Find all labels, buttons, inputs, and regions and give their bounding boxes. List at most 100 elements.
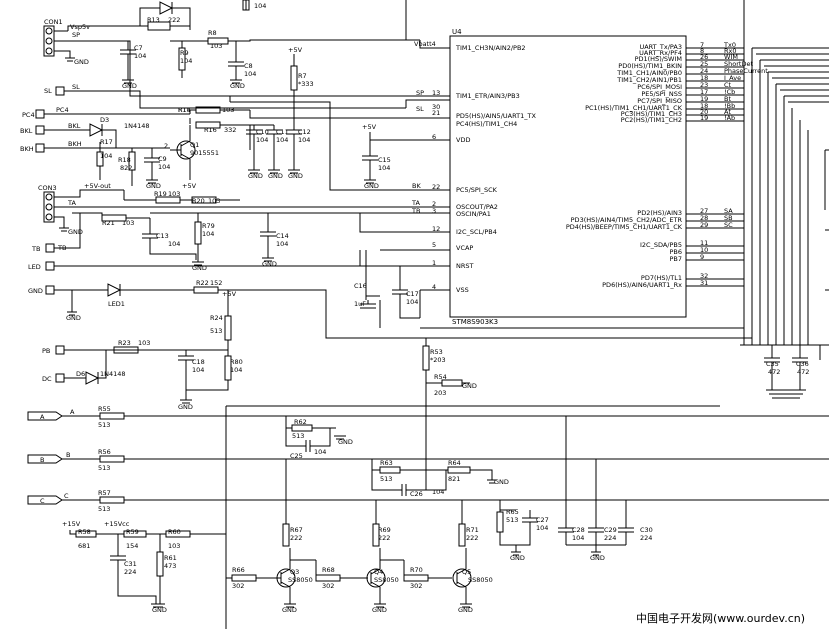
res-r19-r21: R19 103 +5V R20 103 R21 103 TA TB — [72, 182, 450, 227]
terminals-bkl-bkh[interactable]: BKL BKL D3 1N4148 BKH BKH R17 104 — [20, 116, 150, 180]
r13-diode: R13 222 — [140, 1, 191, 31]
terminal-pb[interactable]: PB R23 103 C18 104 R80 104 GND — [42, 339, 243, 411]
right-bus — [379, 0, 829, 346]
pin-net: SC — [724, 221, 733, 229]
svg-text:R16: R16 — [204, 126, 217, 134]
pin-net: Rx0 — [724, 47, 737, 55]
pin-name: UART_Rx/PF4 — [639, 49, 682, 57]
svg-text:SL: SL — [72, 83, 80, 91]
svg-text:Q4: Q4 — [374, 568, 383, 576]
transistor-chain: R66 302 Q3 SS8050 R67 222 GND R68 302 Q4… — [226, 459, 493, 614]
pin-name: PC5/SPI_SCK — [456, 186, 498, 194]
svg-text:SS8050: SS8050 — [468, 576, 493, 584]
svg-text:203: 203 — [434, 389, 446, 397]
svg-text:GND: GND — [178, 403, 193, 411]
svg-text:302: 302 — [322, 582, 334, 590]
svg-text:GND: GND — [66, 314, 81, 322]
svg-text:GND: GND — [462, 382, 477, 390]
svg-text:473: 473 — [164, 562, 176, 570]
svg-text:R23: R23 — [118, 339, 131, 347]
svg-text:302: 302 — [410, 582, 422, 590]
svg-text:R62: R62 — [294, 418, 307, 426]
svg-text:103: 103 — [122, 219, 134, 227]
svg-text:GND: GND — [248, 172, 263, 180]
pin-number: 20 — [700, 108, 708, 116]
svg-text:513: 513 — [98, 421, 110, 429]
svg-text:B: B — [66, 451, 70, 459]
terminal-tb[interactable]: TB TB — [31, 213, 81, 253]
svg-text:C17: C17 — [406, 290, 419, 298]
svg-text:104: 104 — [256, 136, 268, 144]
net-bk: BK — [229, 96, 450, 191]
svg-text:GND: GND — [146, 182, 161, 190]
svg-text:TB: TB — [31, 245, 40, 253]
connector-con3[interactable]: CON3 +5V-out TA GND — [38, 182, 450, 236]
pin-name: TIM1_CH2/AIN1/PB1 — [616, 76, 682, 84]
svg-text:C16: C16 — [354, 282, 367, 290]
pin-number: 9 — [700, 253, 704, 261]
svg-text:GND: GND — [364, 182, 379, 190]
svg-text:R65: R65 — [506, 508, 519, 516]
svg-text:BKH: BKH — [20, 145, 34, 153]
svg-text:103: 103 — [222, 106, 234, 114]
terminal-gnd-led1[interactable]: GND GND LED1 R22 152 +5V R24 513 — [28, 279, 436, 351]
svg-text:BKL: BKL — [68, 122, 81, 130]
svg-text:R71: R71 — [466, 526, 479, 534]
pin-net: Tx0 — [723, 41, 736, 49]
svg-text:103: 103 — [168, 542, 180, 550]
svg-text:104: 104 — [192, 366, 204, 374]
svg-text:513: 513 — [380, 475, 392, 483]
cap-c7: C7 104 GND — [120, 41, 146, 90]
svg-text:LED1: LED1 — [108, 300, 125, 308]
pin-name: PD5(HS)/AIN5/UART1_TX — [456, 112, 536, 120]
pin-number: 21 — [432, 109, 440, 117]
terminal-dc[interactable]: DC D6 1N4148 — [42, 350, 126, 385]
svg-text:GND: GND — [372, 606, 387, 614]
phase-inputs[interactable]: A A R55 513 B B R56 513 C C R57 513 — [27, 405, 829, 513]
svg-text:222: 222 — [168, 16, 180, 24]
terminal-led[interactable]: LED — [28, 250, 450, 271]
pin-net: Ct — [724, 81, 732, 89]
caps-c16-c17: C16 1uF C17 104 — [354, 249, 450, 319]
svg-text:104: 104 — [230, 366, 242, 374]
svg-text:R69: R69 — [378, 526, 391, 534]
svg-text:R80: R80 — [230, 358, 243, 366]
terminal-pc4[interactable]: PC4 PC4 R14 103 — [22, 106, 450, 119]
svg-text:PB: PB — [42, 347, 50, 355]
terminal-sl[interactable]: SL SL SP SL — [44, 52, 450, 113]
vdd-c15: +5V C15 104 GND — [362, 123, 450, 190]
pin-number: 8 — [700, 47, 704, 55]
svg-text:C13: C13 — [156, 232, 169, 240]
svg-text:513: 513 — [98, 505, 110, 513]
svg-text:GND: GND — [494, 478, 509, 486]
ic-body — [449, 35, 687, 318]
pin-name: PE5/SPI_NSS — [641, 90, 682, 98]
pin-number: 18 — [700, 102, 708, 110]
pin-number: 32 — [700, 272, 708, 280]
con1-pin2: SP — [72, 31, 80, 39]
svg-text:104: 104 — [432, 488, 444, 496]
svg-text:DC: DC — [42, 375, 52, 383]
pin-name: OSCIN/PA1 — [456, 210, 491, 218]
svg-text:D6: D6 — [76, 370, 85, 378]
svg-text:GND: GND — [74, 58, 89, 66]
svg-text:C11: C11 — [276, 128, 289, 136]
pin-number: 31 — [700, 279, 708, 287]
pin-name: PD2(HS)/AIN3 — [637, 209, 682, 217]
svg-text:104: 104 — [202, 230, 214, 238]
res-r7: +5V R7 *333 — [288, 46, 314, 116]
pin-number: 13 — [432, 89, 440, 97]
pin-name: PC2(HS)/TIM1_CH2 — [621, 116, 682, 124]
ic-left-pins: TIM1_CH3N/AIN2/PB2Vbatt4TIM1_ETR/AIN3/PB… — [414, 40, 536, 294]
svg-text:*333: *333 — [298, 80, 314, 88]
svg-text:R55: R55 — [98, 405, 111, 413]
